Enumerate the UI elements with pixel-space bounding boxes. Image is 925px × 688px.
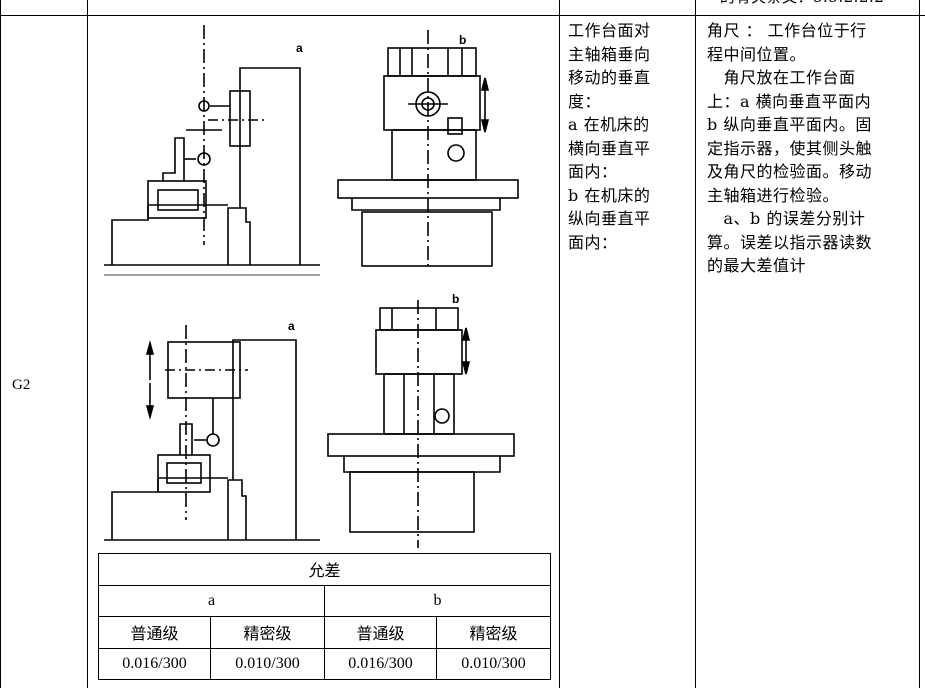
grade-precision-b: 精密级 (436, 616, 551, 649)
diagram-top-a (104, 25, 320, 276)
method-line: 上：a 横向垂直平面内 (707, 91, 872, 111)
value-precision-b: 0.010/300 (436, 647, 551, 680)
grade-precision-a: 精密级 (210, 616, 325, 649)
method-line: 角尺 ： 工作台位于行 (707, 21, 867, 40)
method-line: 定指示器，使其侧头触 (707, 138, 873, 158)
grade-normal-a: 普通级 (98, 616, 211, 649)
grade-normal-b: 普通级 (324, 616, 437, 649)
method-line: 主轴箱进行检验。 (707, 185, 840, 205)
method-line: 的最大差值计 (707, 256, 807, 275)
check-item-line: b 在机床的 (568, 185, 651, 205)
diagram-top-b (337, 30, 519, 270)
method-line: a、b 的误差分别计 (707, 209, 866, 228)
col-line-4 (695, 0, 696, 688)
method-line: b 纵向垂直平面内。固 (707, 115, 872, 134)
col-line-2 (87, 0, 88, 688)
value-precision-a: 0.010/300 (210, 647, 325, 680)
item-code: G2 (12, 377, 31, 393)
check-item-line: 面内： (568, 162, 618, 181)
check-item-line: 纵向垂直平 (568, 209, 651, 228)
check-item-line: 横向垂直平 (568, 138, 651, 158)
tolerance-group-b: b (324, 584, 551, 617)
diagram-bottom-a (104, 325, 320, 541)
method-line: 角尺放在工作台面 (707, 68, 856, 87)
check-item-line: 度： (568, 91, 602, 111)
value-normal-a: 0.016/300 (98, 647, 211, 680)
check-item-line: 工作台面对 (568, 21, 651, 40)
method-text: 角尺 ： 工作台位于行 程中间位置。 角尺放在工作台面 上：a 横向垂直平面内 … (707, 19, 917, 278)
method-line: 及角尺的检验面。移动 (707, 162, 873, 181)
check-item-text: 工作台面对 主轴箱垂向 移动的垂直 度： a 在机床的 横向垂直平 面内： b … (568, 19, 692, 254)
col-line-1 (0, 0, 1, 688)
col-line-3 (559, 0, 560, 688)
col-line-5 (919, 0, 920, 688)
tolerance-table: 允差 a b 普通级 精密级 普通级 精密级 0.016/300 0.010/3… (98, 553, 551, 680)
figure-label-b-top: b (459, 33, 466, 47)
method-line: 算。误差以指示器读数 (707, 232, 873, 252)
figure-label-a-bottom: a (288, 319, 295, 333)
check-item-line: 移动的垂直 (568, 68, 651, 87)
diagram-bottom-b (327, 300, 515, 548)
header-fragment: 的有关条文：5.5.2.2.2 (720, 0, 884, 10)
figure-label-a-top: a (296, 41, 303, 55)
tolerance-group-a: a (98, 584, 325, 617)
top-border (0, 15, 925, 16)
check-item-line: 主轴箱垂向 (568, 44, 651, 64)
check-item-line: a 在机床的 (568, 115, 650, 134)
value-normal-b: 0.016/300 (324, 647, 437, 680)
check-item-line: 面内： (568, 232, 618, 252)
method-line: 程中间位置。 (707, 44, 807, 64)
tolerance-title: 允差 (98, 553, 551, 586)
figure-label-b-bottom: b (452, 292, 459, 306)
